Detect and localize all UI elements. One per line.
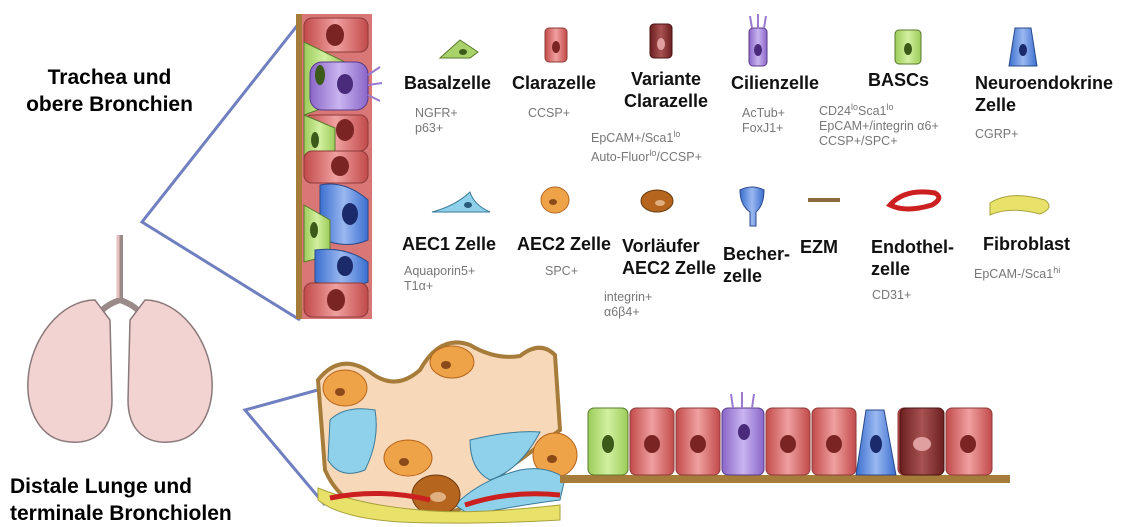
neuroendocrine-cell-markers: CGRP+	[975, 127, 1018, 142]
aec1-cell-markers: Aquaporin5+ T1α+	[404, 264, 475, 294]
ecm-name: EZM	[800, 236, 838, 258]
ciliated-cell-name: Cilienzelle	[731, 72, 819, 94]
aec2-cell-name: AEC2 Zelle	[517, 233, 611, 255]
precursor-cell-name: Vorläufer AEC2 Zelle	[622, 235, 716, 279]
neuroendocrine-cell-name: Neuroendokrine Zelle	[975, 72, 1113, 116]
precursor-cell-markers: integrin+ α6β4+	[604, 290, 652, 320]
region-trachea-label: Trachea und obere Bronchien	[22, 64, 197, 118]
ecm-icon	[808, 198, 840, 202]
lung-illustration	[28, 235, 212, 442]
aec2-cell-markers: SPC+	[545, 264, 578, 279]
basal-cell-icon	[440, 40, 478, 58]
bascs-name: BASCs	[868, 69, 929, 91]
basal-cell-name: Basalzelle	[404, 72, 491, 94]
fibroblast-name: Fibroblast	[983, 233, 1070, 255]
region-distal-label: Distale Lunge und terminale Bronchiolen	[10, 473, 232, 527]
endothelial-cell-markers: CD31+	[872, 288, 911, 303]
bronchiole-epithelium	[560, 392, 1010, 483]
basal-cell-markers: NGFR+ p63+	[415, 106, 458, 136]
variant-clara-cell-name: Variante Clarazelle	[624, 68, 708, 112]
goblet-cell-name: Becher- zelle	[723, 243, 790, 287]
endothelial-cell-icon	[890, 192, 939, 209]
fibroblast-icon	[990, 196, 1049, 215]
alveolar-epithelium	[318, 342, 577, 523]
variant-clara-cell-markers: EpCAM+/Sca1lo Auto-Fluorlo/CCSP+	[591, 127, 702, 165]
ciliated-cell-markers: AcTub+ FoxJ1+	[742, 106, 785, 136]
trachea-epithelium	[296, 14, 382, 319]
fibroblast-markers: EpCAM-/Sca1hi	[974, 263, 1060, 282]
bascs-markers: CD24loSca1lo EpCAM+/integrin α6+ CCSP+/S…	[819, 100, 939, 149]
aec1-cell-icon	[432, 192, 490, 212]
legend-icons	[440, 14, 1037, 66]
aec1-cell-name: AEC1 Zelle	[402, 233, 496, 255]
goblet-cell-icon	[740, 187, 764, 226]
clara-cell-markers: CCSP+	[528, 106, 570, 121]
endothelial-cell-name: Endothel- zelle	[871, 236, 954, 280]
clara-cell-name: Clarazelle	[512, 72, 596, 94]
